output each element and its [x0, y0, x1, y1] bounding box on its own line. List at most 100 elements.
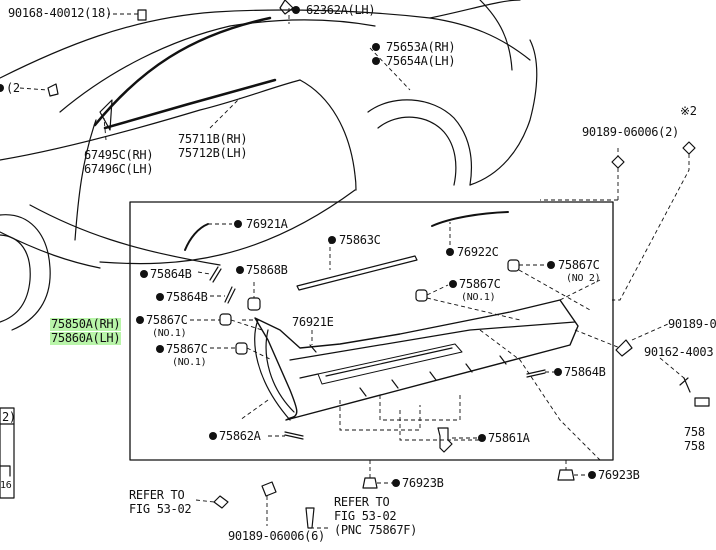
front-wheel-arch [0, 214, 51, 331]
part-75864b-pin-1 [209, 266, 222, 283]
leader-clips-right [479, 279, 621, 461]
car-belt-line [0, 79, 301, 161]
clip-90168 [137, 9, 147, 21]
car-sill-line [29, 204, 221, 266]
label-76923b-1: 76923B [402, 476, 444, 490]
part-75864b-pin-3 [526, 369, 546, 378]
label-75867c-l1: 75867C [146, 313, 188, 327]
label-note-2: ※2 [680, 104, 697, 118]
label-75864b-2: 75864B [166, 290, 208, 304]
leader-76923b-2 [565, 460, 590, 476]
label-75861a: 75861A [488, 431, 530, 445]
label-refer-2a: REFER TO [334, 495, 390, 509]
clip-75867c-left-2 [235, 342, 248, 355]
label-75867c-r2-note: (NO.1) [461, 292, 496, 303]
part-75862a-clip [284, 431, 304, 440]
leader-90189b [631, 323, 669, 341]
label-75867c-r1-note: (NO 2) [566, 273, 601, 284]
clip-90189-top [611, 155, 625, 169]
car-roof-line [0, 9, 531, 79]
label-75850a-highlighted: 75850A(RH) [50, 317, 122, 331]
label-75711b: 75711B(RH) [178, 132, 248, 146]
leader-left2 [19, 87, 49, 91]
part-75868b-clip [247, 297, 261, 311]
clip-note2 [682, 141, 696, 155]
dot-75864b-3 [554, 368, 562, 376]
dot-75864b-2 [156, 293, 164, 301]
dot-75862a [209, 432, 217, 440]
label-90189-0: 90189-0 [668, 317, 716, 331]
label-90189-06006-6: 90189-06006(6) [228, 529, 325, 543]
left-inset-icon [0, 465, 11, 477]
label-76923b-2: 76923B [598, 468, 640, 482]
dot-75867c-r1 [547, 261, 555, 269]
label-refer-1b: FIG 53-02 [129, 502, 192, 516]
rear-pillar-line [479, 0, 513, 71]
emblem-plate [99, 99, 113, 131]
sill-reflector-strip-2 [325, 347, 453, 377]
sill-reflector-strip [317, 343, 463, 385]
leader-90162 [659, 357, 685, 379]
label-75712b: 75712B(LH) [178, 146, 248, 160]
label-758-r1: 758 [684, 425, 705, 439]
screw-refer-2 [305, 507, 315, 529]
label-75867c-r2: 75867C [459, 277, 501, 291]
part-75863c-strip [296, 255, 418, 291]
leader-sill-grid [339, 395, 480, 441]
label-76921a: 76921A [246, 217, 288, 231]
dot-76922c [446, 248, 454, 256]
clip-76923b-1 [362, 477, 378, 489]
label-76921e: 76921E [292, 315, 334, 329]
label-refer-2c: (PNC 75867F) [334, 523, 418, 537]
rear-quarter-line [299, 79, 357, 191]
dot-75864b-1 [140, 270, 148, 278]
detail-frame [129, 201, 614, 461]
rear-wheel-arch [367, 99, 473, 186]
clip-75867c-right-1 [507, 259, 520, 272]
leader-76923b-1 [369, 460, 392, 484]
sill-groove [299, 373, 319, 379]
label-75864b-1: 75864B [150, 267, 192, 281]
label-left-box-num: 16 [0, 480, 12, 491]
label-75860a-highlighted: 75860A(LH) [50, 331, 122, 345]
sill-inner-edge [289, 321, 576, 361]
label-90162: 90162-4003 [644, 345, 714, 359]
clip-90189-right [615, 339, 633, 357]
dot-75654 [372, 57, 380, 65]
leader-75711 [209, 97, 241, 129]
label-refer-2b: FIG 53-02 [334, 509, 397, 523]
screw-refer-1 [213, 495, 229, 509]
dot-76923b-1 [392, 479, 400, 487]
clip-62362 [279, 0, 294, 15]
dot-75653 [372, 43, 380, 51]
label-left-box: 2) [2, 410, 16, 424]
label-76922c: 76922C [457, 245, 499, 259]
dot-left2 [0, 84, 4, 92]
label-67496c: 67496C(LH) [84, 162, 154, 176]
rear-deck-line [429, 0, 521, 19]
clip-75867c-left-1 [219, 313, 232, 326]
dot-75863c [328, 236, 336, 244]
screw-90162 [679, 377, 691, 393]
side-sill-garnish [254, 299, 579, 421]
part-75861a-bracket [437, 427, 453, 453]
sill-front-cap-2 [265, 329, 295, 413]
label-90168: 90168-40012(18) [8, 6, 112, 20]
clip-75867c-right-2 [415, 289, 428, 302]
part-76922c-strip [431, 211, 509, 227]
dot-75867c-l2 [156, 345, 164, 353]
leader-75867c-l1 [190, 319, 263, 331]
label-75867c-l2-note: (NO.1) [172, 357, 207, 368]
clip-76923b-2 [557, 469, 575, 481]
roof-molding [93, 16, 272, 127]
part-76921a-strip [184, 223, 209, 251]
front-wheel-arch-inner [0, 234, 31, 323]
rear-bumper-line [469, 39, 538, 186]
label-left-2: (2 [6, 81, 20, 95]
leader-90189a-down [540, 168, 619, 202]
label-75862a: 75862A [219, 429, 261, 443]
dot-76921a [234, 220, 242, 228]
car-door-line [74, 119, 97, 241]
